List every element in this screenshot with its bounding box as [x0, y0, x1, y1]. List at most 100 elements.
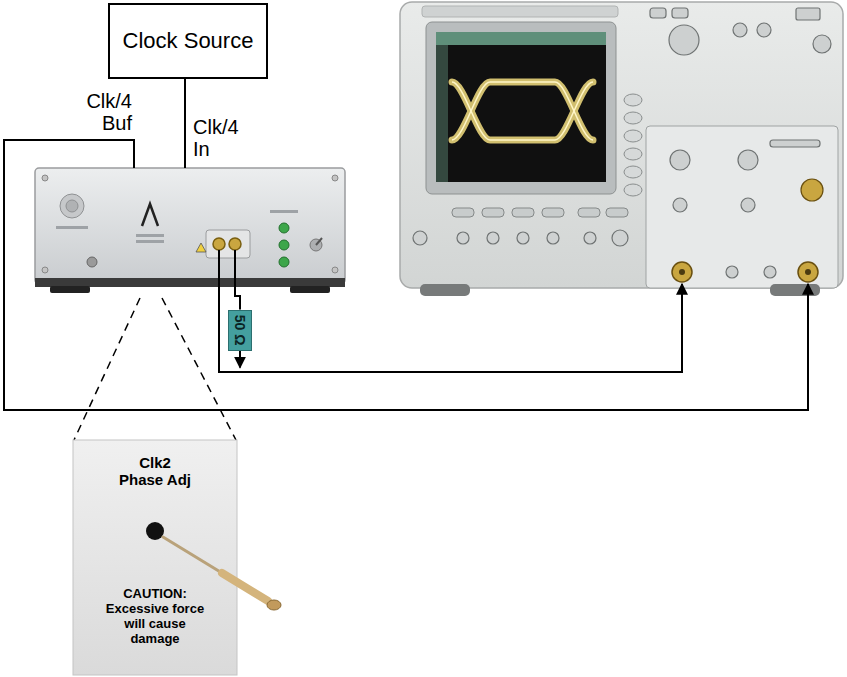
- caution-note: CAUTION: Excessive force will cause dama…: [99, 587, 211, 647]
- front-knob: [413, 231, 427, 245]
- callout-line: [162, 298, 236, 440]
- amplitude-knob: [60, 194, 84, 218]
- horizontal-panel: [813, 35, 831, 53]
- inset-photo: [73, 440, 237, 675]
- pattern-generator: [50, 286, 90, 293]
- module-control: [741, 198, 755, 212]
- input-connector-core: [679, 269, 811, 275]
- eye-diagram-core: [452, 82, 593, 140]
- cable: [4, 79, 808, 410]
- oscilloscope: [426, 22, 616, 194]
- clock-source-box: Clock Source: [108, 3, 268, 79]
- horizontal-panel: [757, 23, 771, 37]
- phase-adjust-mark: [142, 204, 158, 226]
- data-out-connector: [213, 238, 225, 250]
- horizontal-panel: [672, 8, 688, 18]
- front-knob: [547, 232, 559, 244]
- horizontal-panel: [650, 8, 831, 55]
- amplitude-knob: [66, 200, 78, 212]
- cable: [184, 79, 186, 168]
- module-control: [673, 198, 687, 212]
- scope-foot: [420, 284, 470, 296]
- front-button: [452, 208, 628, 217]
- softkey: [624, 94, 642, 106]
- softkey: [624, 130, 642, 142]
- status-led: [279, 240, 289, 250]
- pattern-switch: [316, 238, 322, 245]
- softkey: [624, 184, 642, 196]
- panel-screw: [42, 267, 48, 273]
- softkey: [624, 148, 642, 160]
- terminator-label: 50 Ω: [232, 315, 248, 346]
- pattern-switch: [310, 239, 322, 251]
- screwdriver: [267, 600, 281, 610]
- module-control: [670, 150, 690, 170]
- front-knob: [457, 232, 469, 244]
- cable: [4, 140, 808, 410]
- data-out-connector: [229, 238, 241, 250]
- module-control: [738, 150, 758, 170]
- eye-diagram-core: [452, 82, 593, 140]
- front-button: [606, 208, 628, 217]
- oscilloscope: [422, 6, 618, 17]
- front-button: [578, 208, 600, 217]
- panel-marking: [56, 210, 298, 243]
- front-button: [512, 208, 534, 217]
- oscilloscope: [400, 2, 843, 296]
- module-control: [726, 266, 738, 278]
- softkey: [624, 94, 642, 196]
- screwdriver: [163, 537, 222, 573]
- front-knob: [612, 230, 628, 246]
- data-out-connector: [213, 238, 241, 250]
- pattern-generator: [35, 168, 345, 284]
- warning-symbol: [196, 243, 206, 252]
- module-control: [801, 179, 823, 201]
- status-led: [279, 257, 289, 267]
- data-out-plate: [206, 230, 250, 258]
- module-panel: [646, 126, 838, 288]
- module-control: [670, 140, 823, 278]
- panel-screw: [42, 175, 48, 181]
- terminator-lead: [239, 351, 241, 368]
- pattern-generator: [290, 286, 330, 293]
- screwdriver: [222, 573, 268, 601]
- terminator-lead: [235, 250, 240, 310]
- panel-marking: [136, 240, 164, 243]
- module-control: [764, 266, 776, 278]
- panel-screw: [332, 175, 338, 181]
- input-connector-core: [679, 269, 685, 275]
- panel-marking: [270, 210, 298, 213]
- horizontal-panel: [650, 8, 666, 18]
- callout-line: [74, 298, 236, 440]
- front-button: [482, 208, 504, 217]
- terminator-block: 50 Ω: [228, 310, 252, 351]
- status-led: [279, 223, 289, 233]
- panel-screw: [332, 267, 338, 273]
- horizontal-panel: [733, 23, 747, 37]
- callout-line: [74, 298, 140, 440]
- softkey: [624, 166, 642, 178]
- input-connector: [798, 262, 818, 282]
- front-knob: [584, 232, 596, 244]
- softkey: [624, 112, 642, 124]
- oscilloscope: [400, 2, 843, 288]
- oscilloscope: [436, 45, 448, 182]
- status-led: [279, 223, 289, 267]
- front-button: [452, 208, 474, 217]
- panel-marking: [136, 234, 164, 237]
- front-knob: [413, 230, 628, 246]
- panel-marking: [56, 226, 88, 229]
- pattern-generator: [35, 168, 345, 293]
- cable: [219, 250, 682, 372]
- inset-panel: Clk2 Phase AdjCAUTION: Excessive force w…: [73, 440, 237, 675]
- pattern-generator: [35, 278, 345, 287]
- scope-foot: [770, 284, 820, 296]
- box-label: Clock Source: [123, 28, 254, 53]
- eye-diagram: [452, 82, 593, 140]
- eye-diagram: [452, 82, 593, 140]
- input-connector: [672, 262, 692, 282]
- input-connector: [672, 262, 818, 282]
- oscilloscope: [436, 32, 606, 182]
- input-connector-core: [805, 269, 811, 275]
